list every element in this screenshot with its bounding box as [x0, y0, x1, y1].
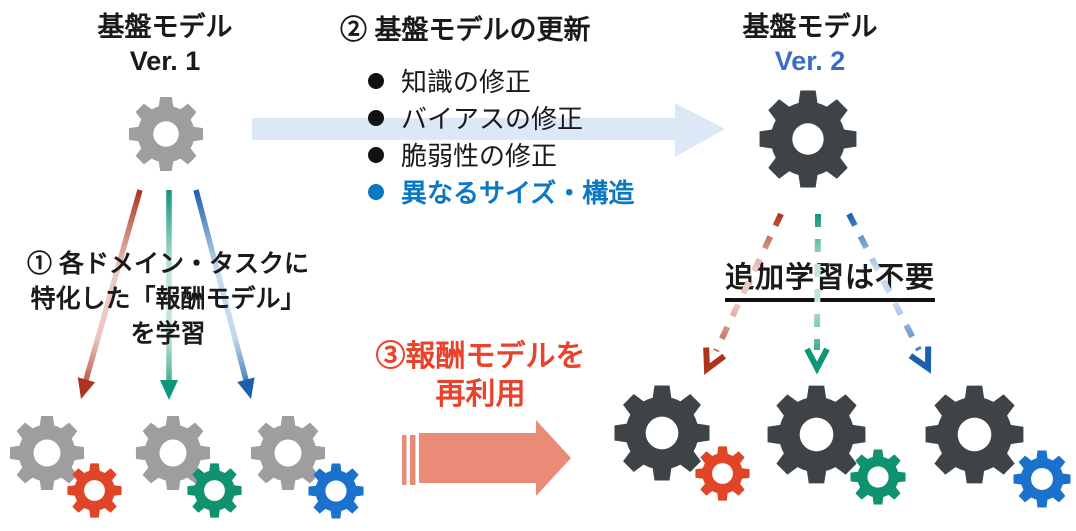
gear-icon [9, 415, 85, 491]
bullet-dot-icon [368, 109, 384, 126]
gear-icon [850, 449, 906, 505]
step2-title: ② 基盤モデルの更新 [340, 15, 591, 45]
bullet-label: 知識の修正 [401, 67, 532, 97]
gear-icon [308, 463, 364, 519]
bullet-label: 異なるサイズ・構造 [401, 178, 635, 208]
gear-icon [135, 415, 211, 491]
gear-icon [614, 385, 710, 481]
right-model-title: 基盤モデル [742, 12, 878, 42]
no-training-label: 追加学習は不要 [724, 262, 935, 303]
gear-icon [925, 385, 1024, 484]
arrow-right-icon [252, 103, 725, 157]
arrow-down-icon [77, 189, 255, 400]
arrow-right-icon [402, 420, 571, 496]
bullet-label: バイアスの修正 [401, 104, 584, 134]
gear-icon [250, 415, 326, 491]
bullet-item: 知識の修正 [368, 62, 634, 99]
right-model-version: Ver. 2 [774, 46, 846, 76]
left-model-title: 基盤モデル [97, 12, 233, 42]
no-training-note: 追加学習は不要 [700, 262, 960, 303]
step1-line1: ① 各ドメイン・タスクに [27, 250, 309, 278]
bullet-item-highlighted: 異なるサイズ・構造 [368, 173, 634, 210]
bullet-dot-icon [368, 183, 384, 200]
step3-line1: ③報酬モデルを [375, 340, 586, 373]
bullet-dot-icon [368, 72, 384, 89]
left-model-version: Ver. 1 [129, 46, 201, 76]
gear-icon [128, 96, 204, 172]
gear-icon [767, 385, 866, 484]
gear-icon [1013, 450, 1071, 508]
bullet-item: バイアスの修正 [368, 99, 634, 136]
gear-icon [695, 446, 750, 501]
step1-line3: を学習 [130, 320, 206, 348]
step1-line2: 特化した「報酬モデル」 [30, 285, 306, 313]
step2-bullet-list: 知識の修正 バイアスの修正 脆弱性の修正 異なるサイズ・構造 [368, 62, 634, 210]
step1-label: ① 各ドメイン・タスクに 特化した「報酬モデル」 を学習 [18, 247, 318, 352]
gear-icon [187, 463, 242, 518]
step3-line2: 再利用 [435, 378, 526, 411]
bullet-item: 脆弱性の修正 [368, 136, 634, 173]
step3-label: ③報酬モデルを 再利用 [358, 338, 603, 414]
gear-icon [759, 90, 857, 188]
dashed-arrow-down-icon [703, 212, 932, 375]
bullet-dot-icon [368, 146, 384, 163]
bullet-label: 脆弱性の修正 [401, 141, 558, 171]
gear-icon [67, 463, 122, 518]
